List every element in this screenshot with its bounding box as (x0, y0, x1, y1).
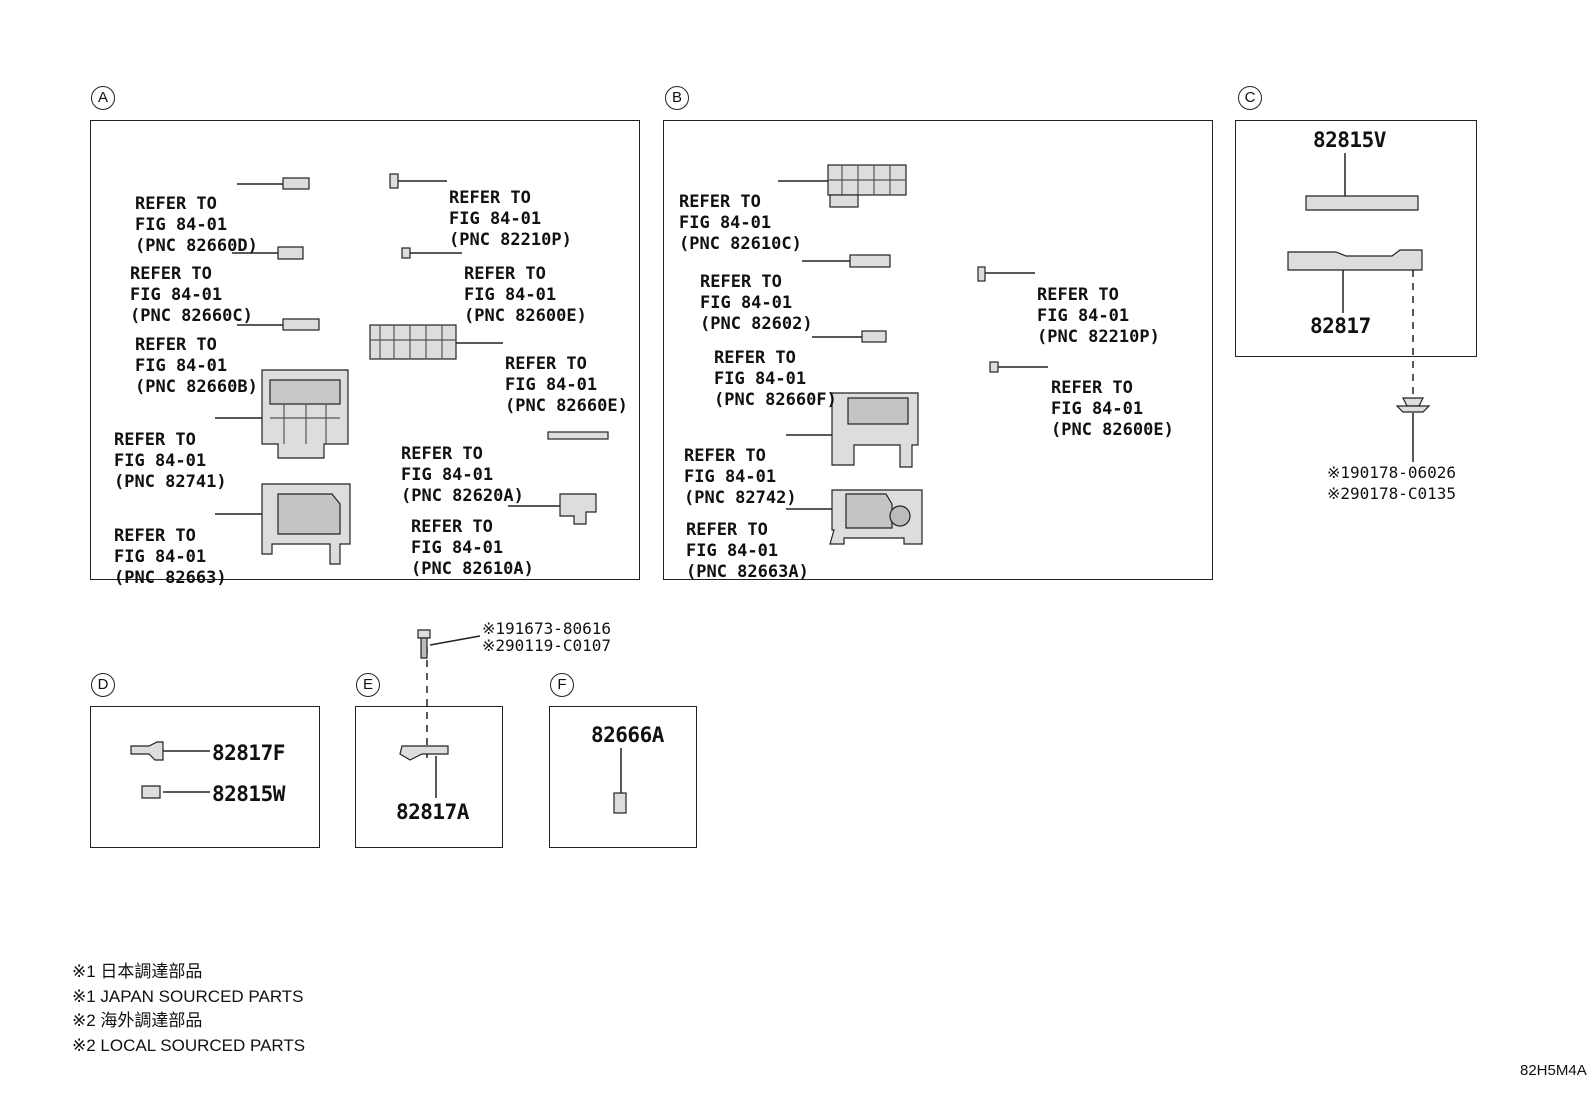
part-number-82817f: 82817F (212, 741, 285, 765)
section-a-marker: A (91, 86, 115, 110)
diagram-code: 82H5M4A (1520, 1062, 1587, 1079)
section-e-marker: E (356, 673, 380, 697)
section-e-screw-number-1: ※191673-80616 (482, 619, 611, 638)
part-number-82817a: 82817A (396, 800, 469, 824)
section-c-screw-number-1: ※190178-06026 (1327, 463, 1456, 482)
note-local-sourced-en: ※2 LOCAL SOURCED PARTS (72, 1036, 306, 1055)
section-a-panel (90, 120, 640, 580)
section-e-screw-number-2: ※290119-C0107 (482, 636, 611, 655)
note-japan-sourced-en: ※1 JAPAN SOURCED PARTS (72, 987, 304, 1006)
section-b-panel (663, 120, 1213, 580)
section-f-panel (549, 706, 697, 848)
note-japan-sourced-jp: ※1 日本調達部品 (72, 962, 203, 981)
part-number-82815v: 82815V (1313, 128, 1386, 152)
section-f-marker: F (550, 673, 574, 697)
part-number-82815w: 82815W (212, 782, 285, 806)
part-number-82817: 82817 (1310, 314, 1371, 338)
section-d-marker: D (91, 673, 115, 697)
section-c-marker: C (1238, 86, 1262, 110)
section-e-panel (355, 706, 503, 848)
section-c-screw-number-2: ※290178-C0135 (1327, 484, 1456, 503)
section-b-marker: B (665, 86, 689, 110)
note-local-sourced-jp: ※2 海外調達部品 (72, 1011, 203, 1030)
part-number-82666a: 82666A (591, 723, 664, 747)
section-d-panel (90, 706, 320, 848)
section-c-panel (1235, 120, 1477, 357)
